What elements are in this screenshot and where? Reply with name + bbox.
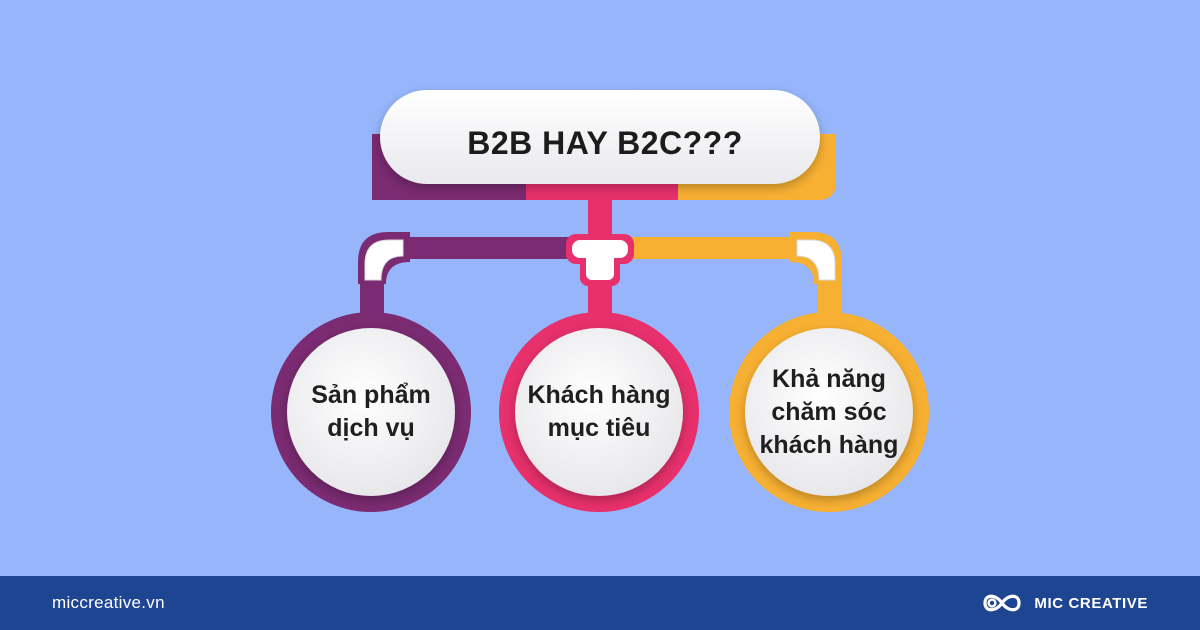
footer-brand: MIC CREATIVE	[980, 576, 1148, 630]
node-label-3: Khả năng chăm sóc khách hàng	[754, 337, 904, 487]
node-label-3-line-2: chăm sóc	[771, 397, 887, 426]
node-label-2: Khách hàng mục tiêu	[524, 337, 674, 487]
node-label-1-line-2: dịch vụ	[327, 414, 415, 442]
node-label-2-line-1: Khách hàng	[527, 381, 671, 409]
diagram-canvas: B2B HAY B2C??? Sản phẩm dịch vụ Khách hà…	[0, 0, 1200, 576]
circle-node-3	[729, 312, 929, 512]
diagram-graphic	[0, 0, 1200, 576]
t-joint-middle	[566, 234, 634, 286]
node-label-2-line-2: mục tiêu	[547, 414, 651, 442]
connector-left	[384, 237, 580, 259]
node-label-1-line-1: Sản phẩm	[311, 381, 431, 409]
diagram-title: B2B HAY B2C???	[467, 124, 743, 161]
node-label-3-line-1: Khả năng	[772, 364, 886, 393]
elbow-joint-left	[358, 232, 410, 284]
footer-url-link[interactable]: miccreative.vn	[52, 593, 165, 612]
brand-name: MIC CREATIVE	[1034, 594, 1148, 612]
title-pill	[380, 90, 820, 184]
footer-bar: miccreative.vn MIC CREATIVE	[0, 576, 1200, 630]
infinity-loop-logo-icon	[983, 594, 1022, 612]
node-label-3-line-3: khách hàng	[759, 430, 899, 459]
elbow-joint-right	[790, 232, 842, 284]
circle-node-1	[271, 312, 471, 512]
node-label-1: Sản phẩm dịch vụ	[296, 337, 446, 487]
connector-right	[620, 237, 816, 259]
circle-node-2	[499, 312, 699, 512]
